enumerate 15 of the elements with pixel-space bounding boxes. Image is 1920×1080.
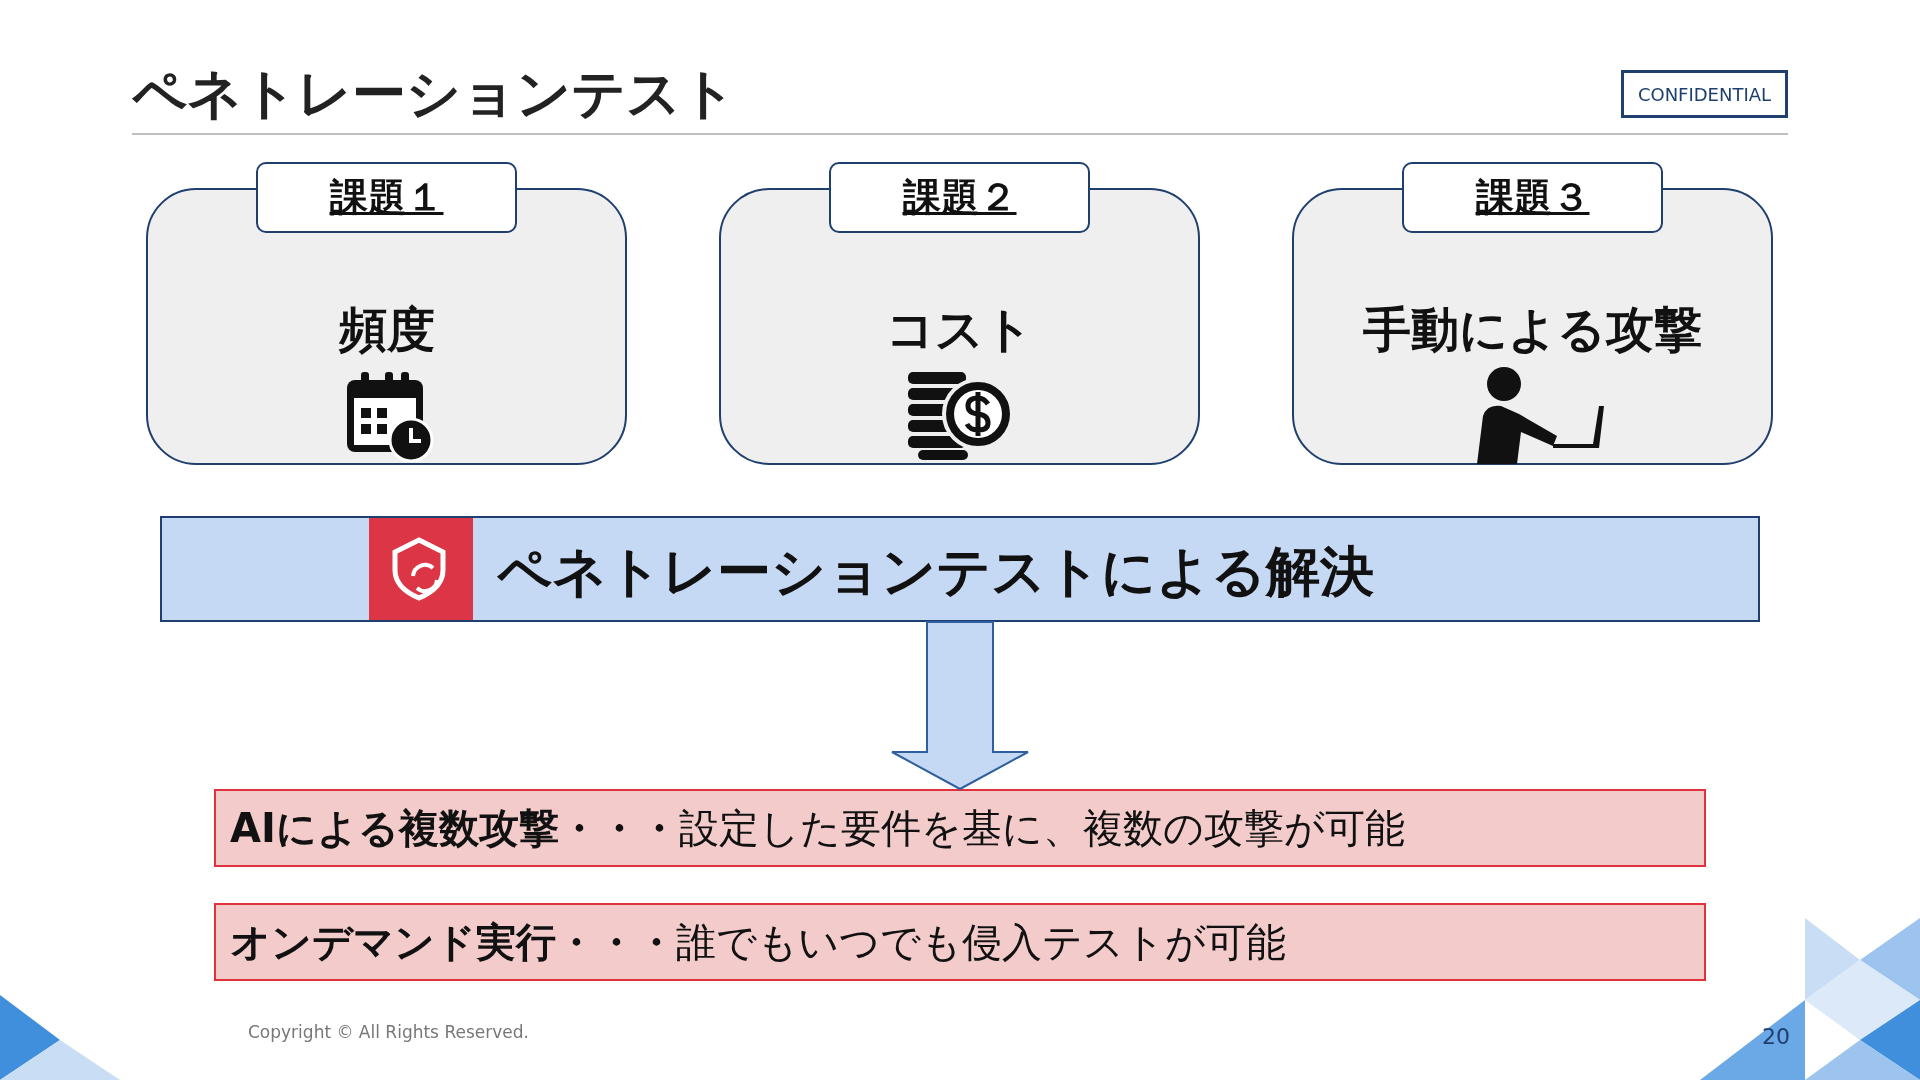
- page-number: 20: [1762, 1024, 1790, 1049]
- banner-text: ペネトレーションテストによる解決: [497, 539, 1374, 605]
- feature-box: オンデマンド実行・・・誰でもいつでも侵入テストが可能: [214, 903, 1706, 981]
- slide-title: ペネトレーションテスト: [132, 61, 736, 127]
- challenge-text: コスト: [885, 300, 1034, 359]
- challenge-text: 頻度: [337, 300, 436, 359]
- feature-box: AIによる複数攻撃・・・設定した要件を基に、複数の攻撃が可能: [214, 789, 1706, 867]
- challenge-tab: 課題３: [1402, 162, 1663, 233]
- solution-banner: [160, 516, 1760, 622]
- confidential-stamp: CONFIDENTIAL: [1621, 70, 1788, 118]
- challenge-tab: 課題１: [256, 162, 517, 233]
- challenge-tab: 課題２: [829, 162, 1090, 233]
- down-arrow: [891, 621, 1029, 791]
- copyright-text: Copyright © All Rights Reserved.: [248, 1022, 529, 1042]
- challenge-text: 手動による攻撃: [1362, 300, 1703, 359]
